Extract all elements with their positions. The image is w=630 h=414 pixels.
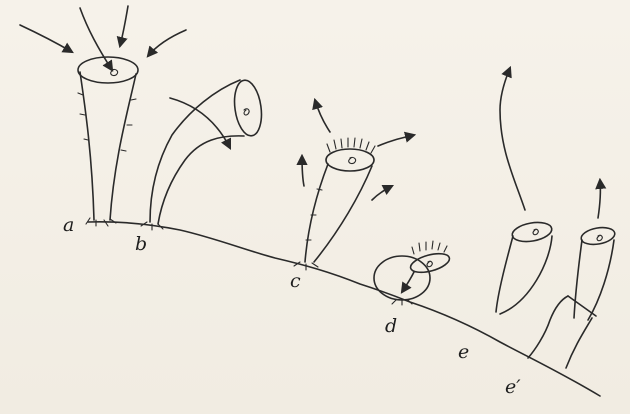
organism-e <box>496 68 553 314</box>
current-arrow <box>378 135 414 146</box>
current-arrow <box>315 100 330 132</box>
organism-b <box>141 78 265 230</box>
organism-e-prime <box>528 180 616 368</box>
organism-a <box>20 6 186 226</box>
current-arrow <box>80 8 112 70</box>
label-c: c <box>290 272 301 291</box>
organism-d <box>374 241 451 305</box>
current-arrow <box>402 272 414 292</box>
label-b: b <box>135 235 147 254</box>
current-arrow <box>20 25 72 52</box>
current-arrow <box>302 156 304 186</box>
current-arrow <box>372 186 392 200</box>
current-arrow <box>120 6 128 46</box>
label-e-prime: e′ <box>505 378 521 397</box>
substrate-line <box>88 222 600 396</box>
label-e: e <box>458 343 469 362</box>
current-arrow <box>500 68 525 210</box>
label-a: a <box>63 216 74 235</box>
current-arrow <box>148 30 186 56</box>
organism-c <box>294 100 414 270</box>
current-arrow <box>598 180 600 218</box>
label-d: d <box>385 317 397 336</box>
